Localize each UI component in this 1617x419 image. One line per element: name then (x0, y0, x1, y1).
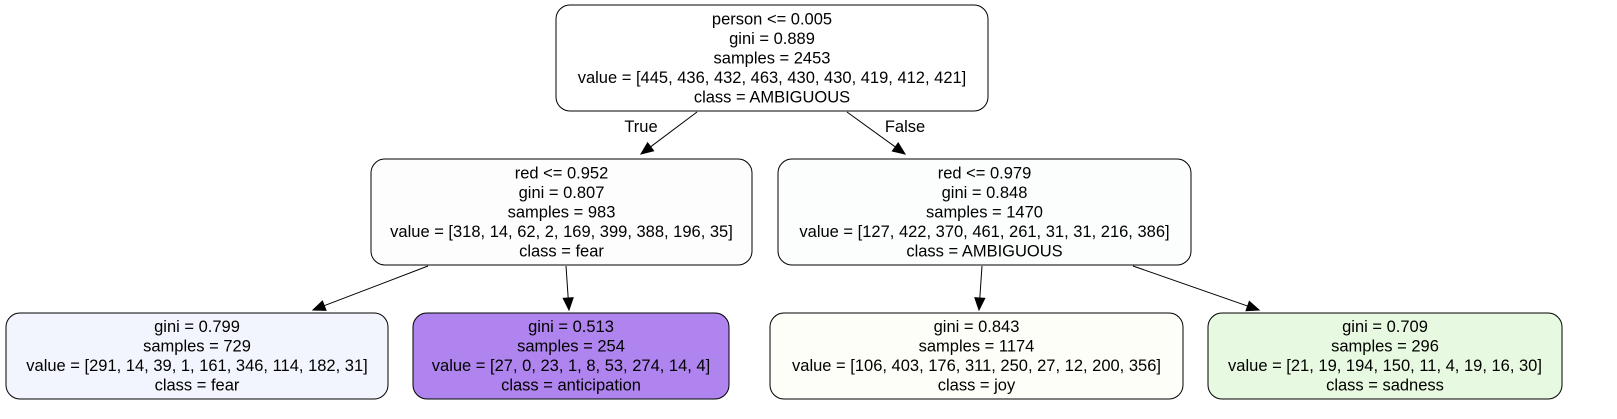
node-line: value = [318, 14, 62, 2, 169, 399, 388, … (390, 223, 733, 241)
node-line: samples = 254 (517, 338, 625, 356)
node-line: class = fear (519, 242, 604, 260)
node-line: gini = 0.513 (528, 318, 614, 336)
node-line: class = joy (938, 377, 1016, 395)
node-line: gini = 0.799 (154, 318, 240, 336)
node-line: class = sadness (1326, 377, 1444, 395)
node-line: value = [106, 403, 176, 311, 250, 27, 12… (792, 357, 1161, 375)
arrowhead-icon (974, 297, 986, 312)
node-line: value = [445, 436, 432, 463, 430, 430, 4… (578, 69, 967, 87)
edge-root-left: True (624, 111, 698, 155)
edge-line (650, 111, 698, 148)
node-line: class = AMBIGUOUS (694, 88, 850, 106)
arrowhead-icon (562, 297, 574, 312)
node-box (555, 4, 989, 112)
node-line: gini = 0.843 (934, 318, 1020, 336)
node-line: samples = 1174 (919, 338, 1035, 356)
node-line: gini = 0.709 (1342, 318, 1428, 336)
node-line: person <= 0.005 (712, 10, 832, 28)
arrowhead-icon (1245, 300, 1261, 312)
edge-left-lr (562, 265, 574, 312)
node-line: gini = 0.848 (942, 184, 1028, 202)
edge-line (846, 111, 896, 148)
arrowhead-icon (891, 142, 907, 155)
edge-line (324, 265, 429, 307)
node-line: value = [27, 0, 23, 1, 8, 53, 274, 14, 4… (432, 357, 710, 375)
node-line: class = anticipation (501, 377, 641, 395)
edge-root-right: False (846, 111, 925, 155)
node-line: value = [291, 14, 39, 1, 161, 346, 114, … (26, 357, 367, 375)
edge-right-rl (974, 265, 986, 312)
edge-line (1132, 265, 1248, 307)
node-line: red <= 0.952 (515, 164, 609, 182)
arrowhead-icon (639, 141, 655, 155)
edge-line (565, 265, 569, 299)
node-line: samples = 2453 (714, 49, 831, 67)
node-box (769, 312, 1184, 400)
node-box (5, 312, 389, 400)
node-line: gini = 0.807 (519, 184, 605, 202)
node-line: value = [127, 422, 370, 461, 261, 31, 31… (799, 223, 1169, 241)
edge-label-false: False (885, 118, 925, 136)
node-line: samples = 296 (1331, 338, 1439, 356)
edges-layer: True False (311, 111, 1261, 312)
node-box (412, 312, 730, 400)
node-line: gini = 0.889 (729, 30, 815, 48)
node-line: samples = 729 (143, 338, 251, 356)
arrowhead-icon (311, 300, 327, 311)
node-line: samples = 1470 (926, 203, 1043, 221)
edge-label-true: True (624, 118, 657, 136)
edge-line (979, 265, 983, 299)
node-line: value = [21, 19, 194, 150, 11, 4, 19, 16… (1228, 357, 1542, 375)
edge-right-rr (1132, 265, 1261, 312)
node-line: red <= 0.979 (938, 164, 1032, 182)
node-line: class = AMBIGUOUS (906, 242, 1062, 260)
node-box (1207, 312, 1563, 400)
node-box (370, 158, 753, 266)
node-line: class = fear (155, 377, 240, 395)
node-box (777, 158, 1192, 266)
edge-left-ll (311, 265, 429, 311)
node-line: samples = 983 (508, 203, 616, 221)
